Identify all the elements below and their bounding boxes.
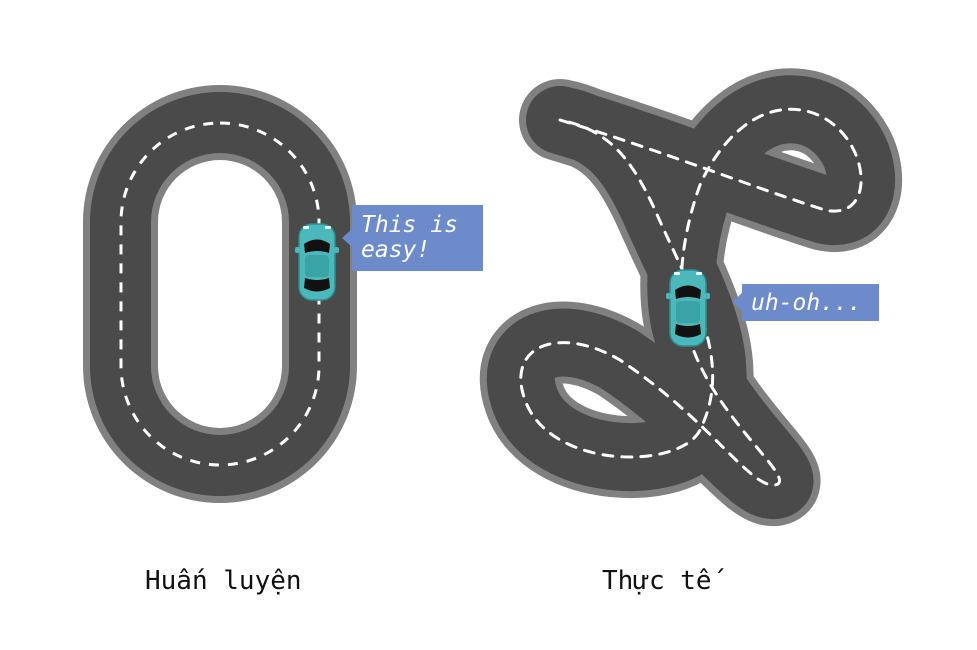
training-car-icon xyxy=(294,223,340,301)
reality-speech-bubble: uh-oh... xyxy=(732,284,879,321)
training-track-lane-marking xyxy=(119,121,321,467)
reality-track xyxy=(480,68,903,526)
reality-bubble-line-1: uh-oh... xyxy=(751,290,862,316)
training-bubble-line-2: easy! xyxy=(361,237,430,263)
reality-track-lane-marking xyxy=(519,107,863,487)
training-bubble-line-1: This is xyxy=(361,212,458,238)
reality-car-icon xyxy=(665,269,711,347)
reality-caption: Thực tế xyxy=(602,566,712,596)
reality-bubble-tail xyxy=(732,293,742,311)
training-track xyxy=(83,85,357,503)
reality-bubble-box xyxy=(742,284,879,321)
training-speech-bubble: This is easy! xyxy=(342,205,483,271)
training-bubble-box xyxy=(352,205,483,271)
training-bubble-tail xyxy=(342,229,352,247)
training-track-infield xyxy=(158,160,282,428)
training-caption: Huấn luyện xyxy=(145,566,302,596)
